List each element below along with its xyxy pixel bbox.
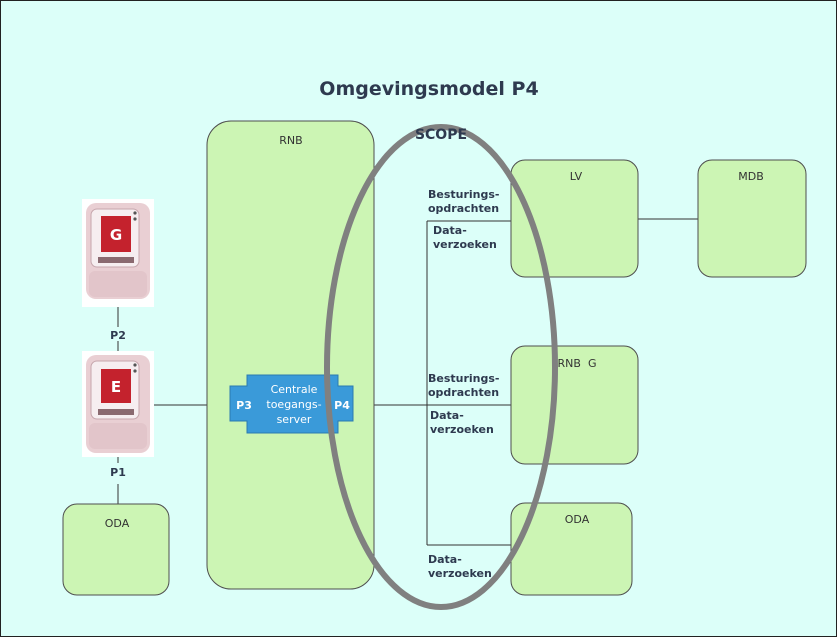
gas-meter-letter: G (110, 226, 122, 244)
gas-meter-base (89, 271, 147, 297)
gas-meter-display (98, 257, 134, 263)
server-shape (229, 374, 354, 434)
oda-left-box (62, 503, 170, 596)
gas-meter-led-2 (133, 217, 137, 221)
oda-right-box (510, 502, 633, 596)
server-label-line2: toegangs- (266, 398, 321, 411)
lv-label: LV (570, 170, 583, 183)
oda-data-requests-label-2: verzoeken (428, 567, 492, 580)
scope-label: SCOPE (415, 127, 467, 143)
gas-meter-image: G (82, 199, 154, 307)
port-p1-label: P1 (110, 466, 126, 479)
rnb-g-box (510, 345, 639, 465)
g-control-commands-label-1: Besturings- (428, 372, 500, 385)
oda-left-label: ODA (105, 517, 130, 530)
g-data-requests-label-1: Data- (430, 409, 464, 422)
electricity-meter-display (98, 409, 134, 415)
mdb-box (697, 159, 807, 278)
port-p4-label: P4 (334, 399, 350, 412)
central-access-server: P3 P4 Centrale toegangs- server (229, 374, 354, 434)
oda-right-label: ODA (565, 513, 590, 526)
rnb-label: RNB (279, 134, 302, 147)
electricity-meter-led-1 (133, 363, 137, 367)
electricity-meter-letter: E (111, 378, 121, 396)
electricity-meter-base (89, 423, 147, 449)
lv-control-commands-label-1: Besturings- (428, 188, 500, 201)
g-control-commands-label-2: opdrachten (428, 386, 499, 399)
electricity-meter-led-2 (133, 369, 137, 373)
server-label-line3: server (277, 413, 312, 426)
scope-ellipse (324, 124, 558, 610)
port-p2-label: P2 (110, 329, 126, 342)
rnb-box (206, 120, 375, 590)
oda-data-requests-label-1: Data- (428, 553, 462, 566)
gas-meter-label-plate (101, 216, 131, 252)
server-label-line1: Centrale (271, 383, 318, 396)
electricity-meter-image: E (82, 351, 154, 457)
diagram-title: Omgevingsmodel P4 (319, 78, 538, 100)
electricity-meter-label-plate (101, 369, 131, 403)
rnb-g-label: RNB G (558, 357, 597, 370)
g-data-requests-label-2: verzoeken (430, 423, 494, 436)
lv-data-requests-label-1: Data- (433, 224, 467, 237)
gas-meter-led-1 (133, 211, 137, 215)
lv-data-requests-label-2: verzoeken (433, 238, 497, 251)
lv-control-commands-label-2: opdrachten (428, 202, 499, 215)
mdb-label: MDB (738, 170, 764, 183)
port-p3-label: P3 (236, 399, 252, 412)
